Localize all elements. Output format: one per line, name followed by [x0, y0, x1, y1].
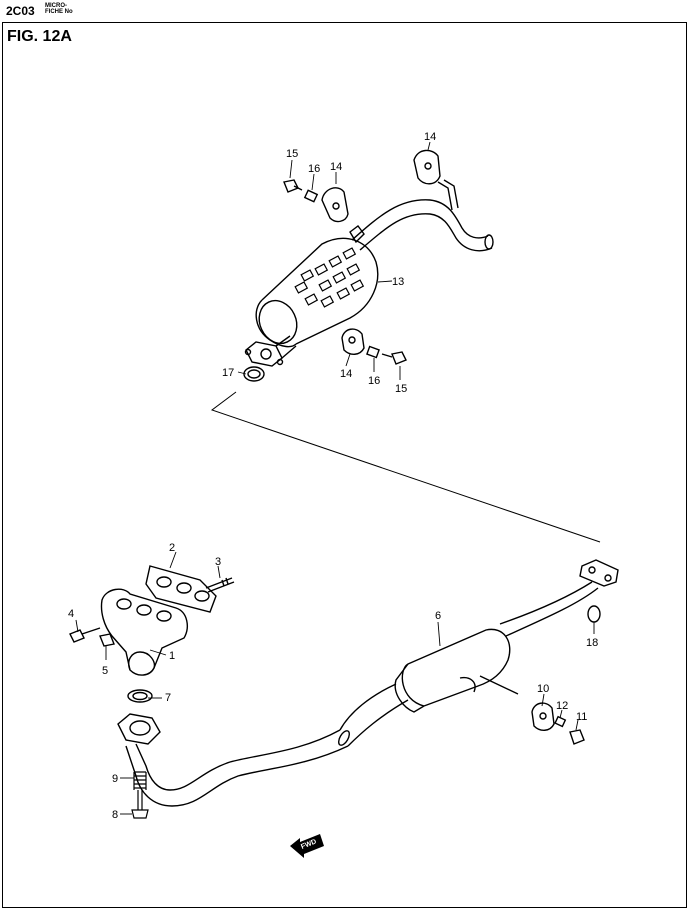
assembly-reference-line [210, 391, 601, 543]
leader-lines [75, 141, 595, 815]
muffler-assembly [243, 149, 494, 382]
callout-17: 17 [222, 367, 234, 379]
callout-3: 3 [215, 556, 221, 568]
callout-13: 13 [392, 276, 404, 288]
callout-14-lower: 14 [340, 368, 352, 380]
callout-7: 7 [165, 692, 171, 704]
callout-15-upper: 15 [286, 148, 298, 160]
figure-title: FIG. 12A [7, 28, 72, 45]
section-code: 2C03 [6, 4, 35, 18]
callout-8: 8 [112, 809, 118, 821]
callout-4: 4 [68, 608, 74, 620]
callout-16-upper: 16 [308, 163, 320, 175]
exhaust-manifold [69, 565, 235, 676]
callout-2: 2 [169, 542, 175, 554]
fwd-arrow: FWD [290, 834, 324, 858]
callout-15-lower: 15 [395, 383, 407, 395]
callout-labels: 2 3 4 5 1 7 9 8 6 10 12 11 18 13 17 15 1… [68, 131, 598, 821]
callout-14-upper-right: 14 [424, 131, 436, 143]
callout-12: 12 [556, 700, 568, 712]
callout-18: 18 [586, 637, 598, 649]
microfiche-line-1: MICRO- [45, 3, 67, 9]
callout-16-lower: 16 [368, 375, 380, 387]
callout-14-upper-left: 14 [330, 161, 342, 173]
microfiche-label: MICRO- FICHE No [45, 3, 73, 15]
callout-11: 11 [576, 711, 587, 723]
center-pipe-assembly [117, 559, 619, 819]
figure-frame [2, 22, 687, 908]
callout-1: 1 [169, 650, 175, 662]
callout-5: 5 [102, 665, 108, 677]
callout-6: 6 [435, 610, 441, 622]
callout-9: 9 [112, 773, 118, 785]
microfiche-line-2: FICHE No [45, 9, 73, 15]
callout-10: 10 [537, 683, 549, 695]
